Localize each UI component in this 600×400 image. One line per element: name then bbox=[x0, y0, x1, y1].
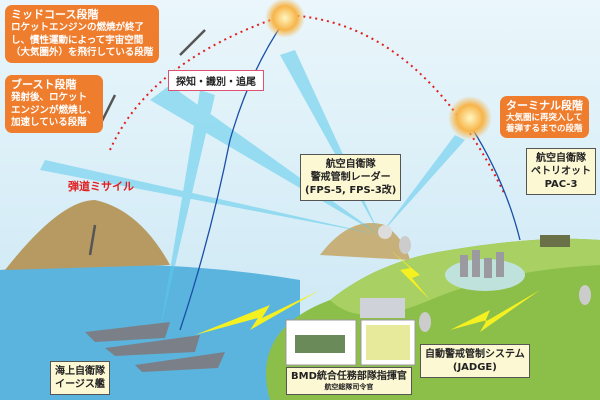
boost-desc-2: エンジンが燃焼し、 bbox=[11, 104, 97, 116]
jadge-line-1: 自動警戒管制システム bbox=[425, 349, 525, 360]
radar-antenna bbox=[399, 236, 411, 254]
aegis-line-2: イージス艦 bbox=[55, 379, 105, 390]
terminal-explosion bbox=[448, 96, 492, 140]
boost-desc-1: 発射後、ロケット bbox=[11, 92, 88, 103]
bmd-title: BMD統合任務部隊指揮官 bbox=[291, 371, 407, 382]
midcourse-phase-box: ミッドコース段階 ロケットエンジンの燃焼が終了 し、慣性運動によって宇宙空間 （… bbox=[5, 5, 160, 63]
bmd-sub: 航空総隊司令官 bbox=[324, 383, 374, 391]
jadge-antenna bbox=[419, 312, 431, 332]
boost-title: ブースト段階 bbox=[11, 78, 77, 91]
jadge-label: 自動警戒管制システム (JADGE) bbox=[420, 344, 530, 378]
aegis-line-1: 海上自衛隊 bbox=[55, 366, 105, 377]
radar-line-2: 警戒管制レーダー bbox=[310, 172, 391, 183]
radar-line-3: (FPS-5, FPS-3改) bbox=[305, 185, 397, 196]
midcourse-desc-2: し、慣性運動によって宇宙空間 bbox=[11, 34, 144, 46]
midcourse-title: ミッドコース段階 bbox=[11, 8, 99, 21]
bmd-commander-label: BMD統合任務部隊指揮官 航空総隊司令官 bbox=[286, 367, 412, 395]
pac3-line-2: ペトリオット bbox=[531, 166, 591, 177]
missile-trajectory bbox=[109, 13, 506, 196]
midcourse-desc-1: ロケットエンジンの燃焼が終了 bbox=[11, 22, 145, 33]
aegis-label: 海上自衛隊 イージス艦 bbox=[50, 361, 110, 395]
jadge-line-2: (JADGE) bbox=[452, 362, 497, 373]
command-building bbox=[360, 298, 405, 318]
midcourse-explosion bbox=[265, 0, 305, 38]
aegis-ships bbox=[85, 322, 225, 372]
pac3-line-1: 航空自衛隊 bbox=[536, 153, 586, 164]
radar-label: 航空自衛隊 警戒管制レーダー (FPS-5, FPS-3改) bbox=[300, 154, 402, 201]
radar-line-1: 航空自衛隊 bbox=[325, 159, 376, 170]
pac3-label: 航空自衛隊 ペトリオット PAC-3 bbox=[526, 148, 596, 195]
terminal-desc-2: 着弾するまでの段階 bbox=[506, 124, 583, 134]
boost-desc-3: 加速している段階 bbox=[11, 117, 87, 128]
midcourse-desc-3: （大気圏外）を飛行している段階 bbox=[11, 47, 154, 58]
data-links bbox=[195, 250, 540, 335]
ballistic-missile-label: 弾道ミサイル bbox=[68, 180, 134, 193]
terminal-desc-1: 大気圏に再突入して bbox=[506, 113, 583, 123]
radar-dome bbox=[378, 225, 392, 239]
pac3-launcher bbox=[540, 235, 570, 247]
terminal-title: ターミナル段階 bbox=[506, 99, 583, 112]
detect-identify-track-label: 探知・識別・追尾 bbox=[168, 70, 264, 91]
launch-island bbox=[5, 200, 170, 270]
interceptor-path-sm3 bbox=[179, 19, 286, 331]
terminal-phase-box: ターミナル段階 大気圏に再突入して 着弾するまでの段階 bbox=[500, 96, 589, 138]
boost-phase-box: ブースト段階 発射後、ロケット エンジンが燃焼し、 加速している段階 bbox=[5, 75, 103, 133]
pac3-line-3: PAC-3 bbox=[544, 179, 578, 190]
